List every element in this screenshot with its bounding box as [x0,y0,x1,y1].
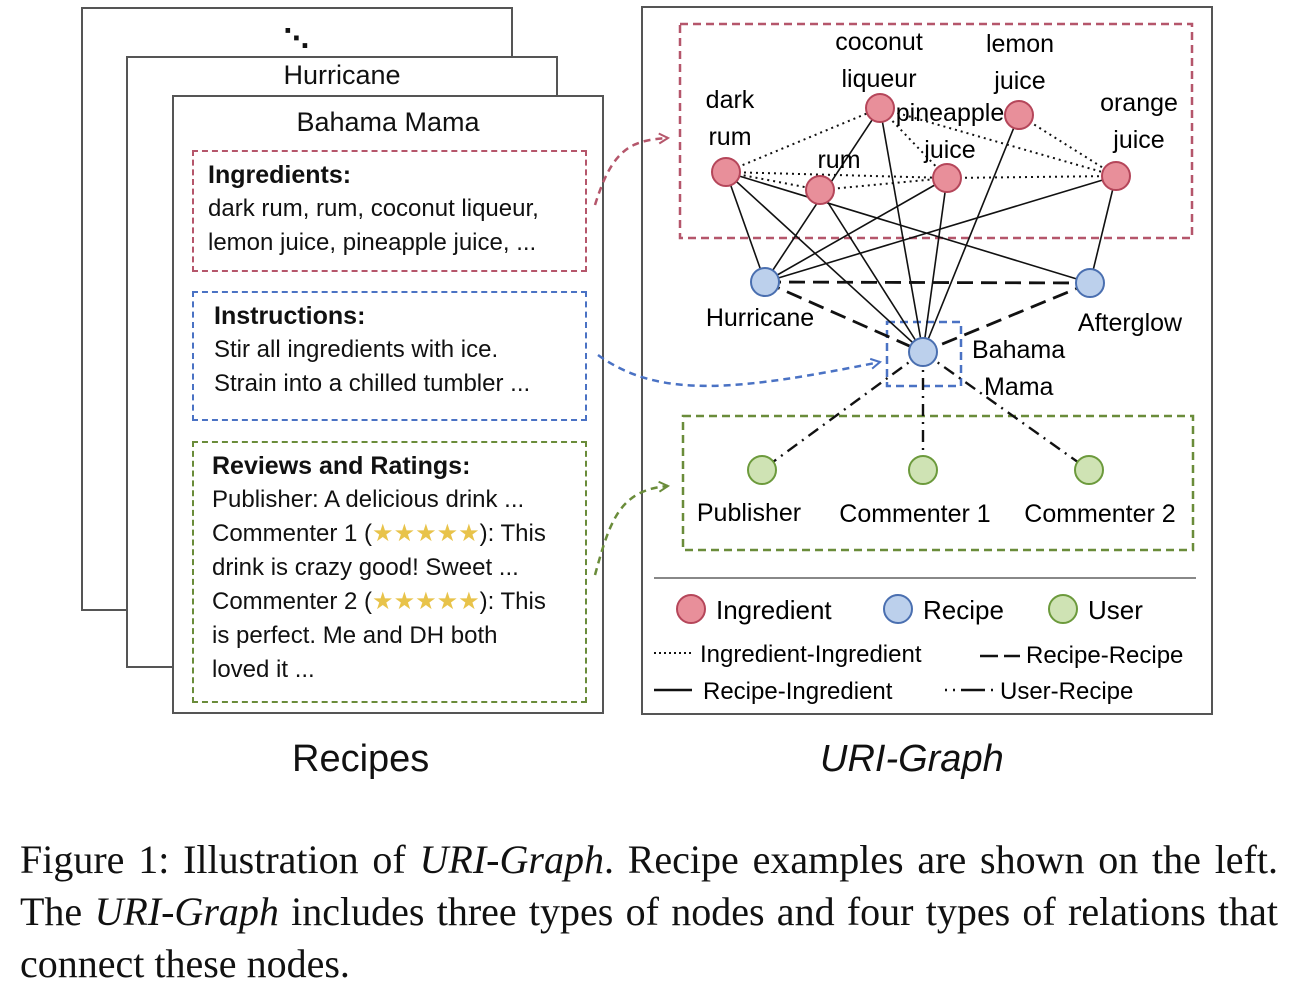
ingredients-box: Ingredients: dark rum, rum, coconut liqu… [192,150,587,272]
node-label-bahama-mama: Mama [984,373,1054,401]
review-text: ): This [479,588,546,615]
reviews-arrow [593,486,668,576]
recipe-nodes [750,267,1105,367]
legend-ingredient-ingredient-label: Ingredient-Ingredient [700,641,922,668]
node-orange-juice [1101,161,1131,191]
node-rum [805,175,835,205]
graph-frame [641,6,1213,715]
review-text: Commenter 1 ( [212,520,373,547]
uri-graph: dark rum coconut liqueur lemon juice ora… [593,6,1213,715]
ingredients-heading: Ingredients: [208,161,352,189]
node-label-pineapple-juice: juice [923,136,975,164]
node-label-lemon-juice: lemon [986,30,1054,58]
uri-graph-label: URI-Graph [820,738,1004,780]
card-title-bahama-mama: Bahama Mama [296,107,480,137]
node-label-rum: rum [817,146,860,174]
legend-ingredient-icon [676,594,706,624]
figure-caption: Figure 1: Illustration of URI-Graph. Rec… [20,834,1278,990]
node-afterglow [1075,268,1105,298]
node-label-bahama-mama: Bahama [972,336,1065,364]
review-line: Commenter 1 (★★★★★): This [212,517,571,551]
legend-user-recipe-label: User-Recipe [1000,678,1133,705]
star-rating-icon: ★★★★★ [372,588,480,615]
caption-text: Figure 1: Illustration of [20,837,420,882]
node-commenter2 [1074,455,1104,485]
reviews-box: Reviews and Ratings: Publisher: A delici… [192,441,587,703]
node-pineapple-juice [932,163,962,193]
caption-text: . Recipe examples are shown on the left.… [20,837,1278,934]
review-line: drink is crazy good! Sweet ... [212,554,519,581]
node-dark-rum [711,157,741,187]
node-hurricane [750,267,780,297]
node-label-lemon-juice: juice [993,67,1045,95]
caption-italic: URI-Graph [94,889,279,934]
card-title-hurricane: Hurricane [283,60,401,90]
node-label-commenter-1: Commenter 1 [839,500,990,528]
instructions-arrow [597,353,880,388]
node-label-hurricane: Hurricane [706,304,814,332]
star-rating-icon: ★★★★★ [372,520,480,547]
caption-italic: URI-Graph [419,837,604,882]
ellipsis: ⋱ [283,23,311,53]
recipe-recipe-edges [764,280,1091,354]
node-label-orange-juice: juice [1112,126,1164,154]
reviews-heading: Reviews and Ratings: [212,452,471,480]
node-label-publisher: Publisher [697,499,801,527]
legend-recipe-label: Recipe [923,595,1004,625]
review-line: Publisher: A delicious drink ... [212,486,525,513]
legend-user-label: User [1088,595,1143,625]
caption-text: includes three types of nodes and four t… [20,889,1279,986]
node-label-dark-rum: dark [706,86,755,114]
node-label-orange-juice: orange [1100,89,1178,117]
instructions-box: Instructions: Stir all ingredients with … [192,291,587,421]
node-label-pineapple-juice: pineapple [896,99,1004,127]
node-label-commenter-2: Commenter 2 [1024,500,1175,528]
ingredients-line: dark rum, rum, coconut liqueur, [208,195,539,222]
node-lemon-juice [1004,100,1034,130]
legend-recipe-recipe-label: Recipe-Recipe [1026,642,1183,669]
node-publisher [747,455,777,485]
recipes-label: Recipes [292,738,430,780]
node-label-afterglow: Afterglow [1078,309,1183,337]
node-label-dark-rum: rum [708,123,751,151]
review-line: is perfect. Me and DH both [212,622,498,649]
recipe-card-bahama-mama: Bahama Mama Ingredients: dark rum, rum, … [172,95,604,714]
user-group-box [681,414,1195,552]
node-label-coconut-liqueur: liqueur [841,65,916,93]
ingredient-group-box [678,22,1194,240]
legend-ingredient-label: Ingredient [716,595,832,625]
legend-recipe-ingredient-label: Recipe-Ingredient [703,678,893,705]
node-coconut-liqueur [865,93,895,123]
node-label-coconut-liqueur: coconut [835,28,923,56]
ingredients-arrow [593,138,668,206]
ingredients-line: lemon juice, pineapple juice, ... [208,229,537,256]
user-recipe-edges [761,351,1090,471]
ingredient-nodes [711,93,1131,205]
review-line: Commenter 2 (★★★★★): This [212,585,571,619]
recipe-ingredient-edges [725,107,1117,353]
instructions-line: Strain into a chilled tumbler ... [214,370,531,397]
ingredient-ingredient-edges [725,107,1117,191]
instructions-heading: Instructions: [214,302,366,330]
legend-user-icon [1048,594,1078,624]
node-commenter1 [908,455,938,485]
legend-recipe-icon [883,594,913,624]
instructions-line: Stir all ingredients with ice. [214,336,499,363]
review-text: ): This [479,520,546,547]
review-text: Commenter 2 ( [212,588,373,615]
review-line: loved it ... [212,656,315,683]
node-bahama-mama [908,337,938,367]
user-nodes [747,455,1104,485]
